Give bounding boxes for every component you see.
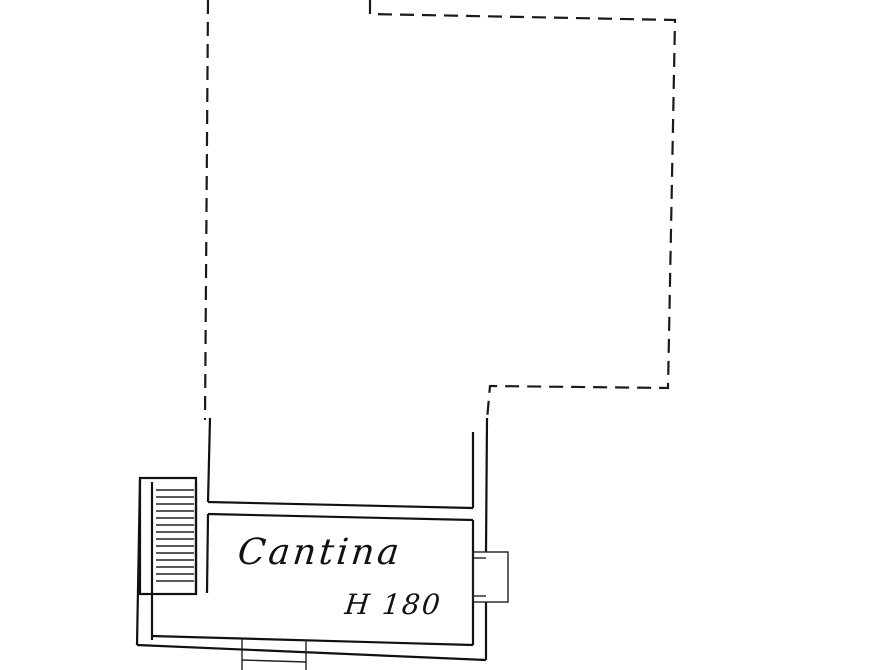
bottom-door-frame bbox=[241, 659, 307, 663]
corridor-left-wall bbox=[206, 417, 212, 503]
room-height-label: H 180 bbox=[343, 588, 444, 621]
dashed-outline-upper bbox=[203, 0, 210, 421]
stair-enclosure bbox=[138, 476, 198, 596]
bottom-outer-wall bbox=[136, 643, 487, 662]
room-top-wall bbox=[207, 512, 474, 522]
room-name-label: Cantina bbox=[235, 532, 404, 573]
outer-left-wall bbox=[135, 477, 142, 646]
dashed-outline-top bbox=[368, 0, 677, 421]
bottom-inner-wall bbox=[151, 634, 474, 647]
right-outer-wall-upper bbox=[484, 417, 489, 553]
room-left-inner-wall bbox=[205, 513, 210, 594]
corridor-bottom-wall bbox=[207, 500, 474, 510]
stair-treads bbox=[156, 489, 194, 582]
right-window bbox=[472, 551, 509, 603]
